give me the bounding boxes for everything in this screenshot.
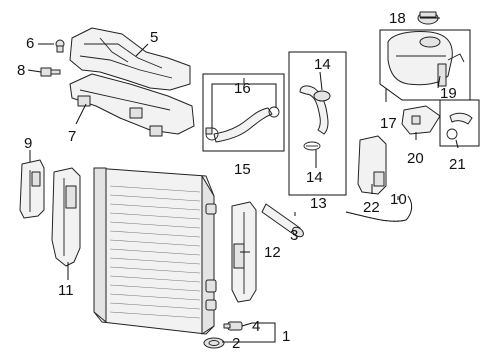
radiator-fin-line xyxy=(109,302,201,310)
upper-radiator-hose-group xyxy=(288,51,347,196)
callout-22: 22 xyxy=(363,199,380,216)
drain-cock xyxy=(223,321,243,331)
radiator-fin-line xyxy=(109,185,201,193)
callout-19: 19 xyxy=(440,85,457,102)
side-air-baffle-left xyxy=(51,167,81,267)
radiator-fin-line xyxy=(109,194,201,202)
callout-13: 13 xyxy=(310,195,327,212)
hose-plug xyxy=(261,203,304,238)
radiator-fin-line xyxy=(109,284,201,292)
radiator-fin-line xyxy=(109,275,201,283)
callout-2: 2 xyxy=(232,335,240,352)
callout-14-bottom: 14 xyxy=(306,169,323,186)
callout-6: 6 xyxy=(26,35,34,52)
callout-14-top: 14 xyxy=(314,56,331,73)
callout-15: 15 xyxy=(234,161,251,178)
lower-radiator-hose-group xyxy=(202,73,285,152)
push-pin-clip xyxy=(55,39,65,53)
callout-8: 8 xyxy=(17,62,25,79)
bolt xyxy=(40,67,61,77)
overflow-hose xyxy=(345,195,413,222)
seal-ring xyxy=(203,337,225,349)
callout-20: 20 xyxy=(407,150,424,167)
radiator-drain-fitting xyxy=(205,203,217,311)
radiator-fin-line xyxy=(109,203,201,211)
radiator-fin-line xyxy=(109,248,201,256)
callout-9: 9 xyxy=(24,135,32,152)
leader-lines xyxy=(27,17,459,343)
side-air-seal-right xyxy=(357,135,387,195)
callout-10: 10 xyxy=(390,191,407,208)
callout-labels: 5 6 8 7 9 11 12 1 4 2 3 16 15 14 14 13 1… xyxy=(17,10,466,352)
radiator-fin-line xyxy=(109,257,201,265)
callout-21: 21 xyxy=(449,156,466,173)
callout-12: 12 xyxy=(264,244,281,261)
radiator-upper-support xyxy=(69,73,195,137)
callout-1: 1 xyxy=(282,328,290,345)
radiator-fin-line xyxy=(109,311,201,319)
callout-4: 4 xyxy=(252,318,260,335)
callout-17: 17 xyxy=(380,115,397,132)
radiator-fin-line xyxy=(109,230,201,238)
callout-5: 5 xyxy=(150,29,158,46)
callout-7: 7 xyxy=(68,128,76,145)
side-air-seal-left xyxy=(19,159,45,219)
callout-3: 3 xyxy=(290,227,298,244)
radiator-fin-line xyxy=(109,266,201,274)
callout-18: 18 xyxy=(389,10,406,27)
coolant-reservoir-group xyxy=(379,29,471,101)
radiator-fin-line xyxy=(109,212,201,220)
radiator-fin-line xyxy=(109,239,201,247)
radiator-fin-line xyxy=(109,221,201,229)
reservoir-hose-group xyxy=(439,99,480,147)
callout-16: 16 xyxy=(234,80,251,97)
callout-11: 11 xyxy=(58,282,74,299)
reservoir-bracket xyxy=(401,105,441,135)
radiator-fin-line xyxy=(109,293,201,301)
air-deflector-upper xyxy=(69,27,191,91)
radiator-core xyxy=(93,167,215,335)
